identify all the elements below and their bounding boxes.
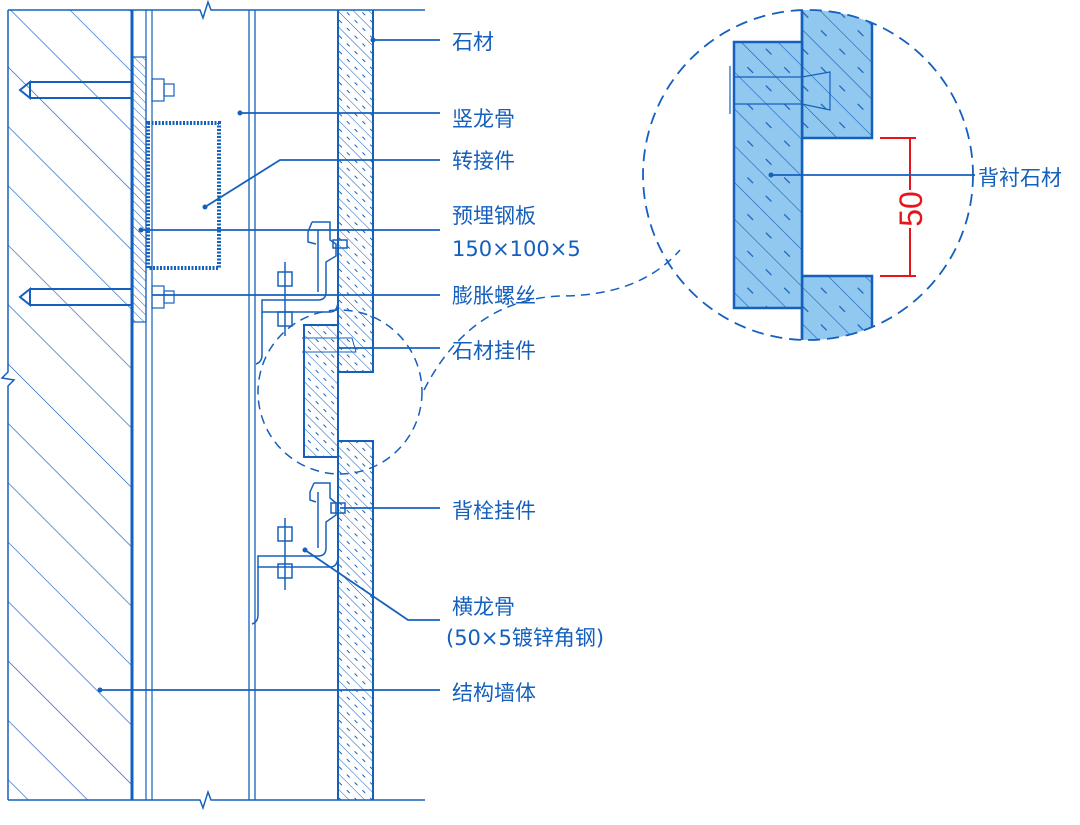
label-back-bolt-hanger: 背栓挂件	[452, 499, 536, 523]
label-vertical-keel: 竖龙骨	[452, 107, 515, 131]
label-horizontal-keel: 横龙骨	[452, 595, 515, 619]
stone-hanger-upper	[255, 221, 348, 365]
label-structural-wall: 结构墙体	[452, 681, 536, 705]
label-embedded-plate-size: 150×100×5	[452, 237, 581, 261]
detail-circle-small	[257, 309, 423, 475]
expansion-bolt-bottom	[18, 285, 175, 309]
adapter-tube	[146, 121, 221, 270]
detail-enlarged	[642, 9, 974, 341]
label-embedded-plate: 预埋钢板	[452, 204, 536, 228]
embedded-plate	[132, 56, 147, 323]
stone-hanger-lower	[251, 482, 346, 625]
leader-lines	[100, 39, 975, 691]
label-stone: 石材	[452, 30, 494, 54]
label-stone-hanger: 石材挂件	[452, 339, 536, 363]
stone-panel	[302, 10, 374, 800]
expansion-bolt-top	[18, 78, 175, 102]
label-horizontal-keel-spec: (50×5镀锌角钢)	[446, 626, 604, 650]
label-backing-stone: 背衬石材	[978, 166, 1062, 190]
dimension-50	[880, 137, 916, 277]
structural-wall	[8, 10, 132, 800]
label-expansion-bolt: 膨胀螺丝	[452, 284, 536, 308]
dimension-value: 50	[893, 191, 929, 227]
label-adapter: 转接件	[452, 149, 515, 173]
